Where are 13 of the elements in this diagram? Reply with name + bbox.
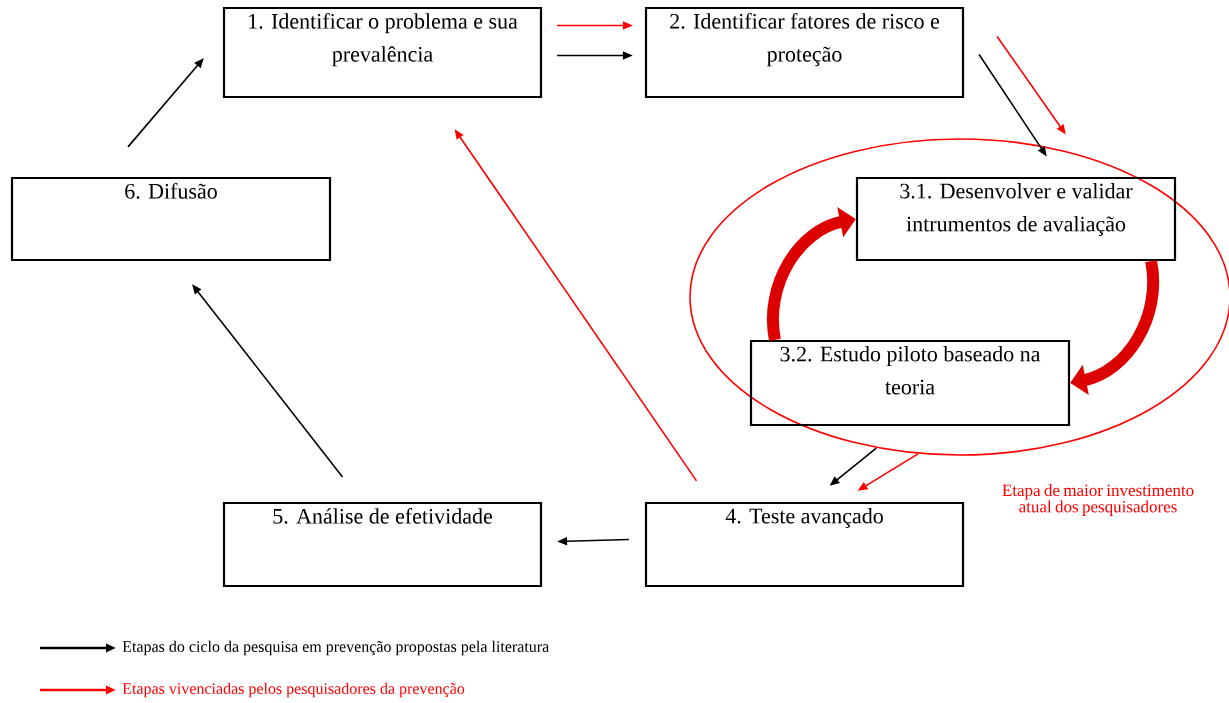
curved-arrow bbox=[1070, 260, 1159, 396]
step-box: 2. Identificar fatores de risco e proteção bbox=[644, 6, 965, 99]
step-box: 3.2. Estudo piloto baseado na teoria bbox=[749, 339, 1071, 427]
arrow bbox=[127, 58, 204, 148]
step-box: 5. Análise de efetividade bbox=[222, 501, 543, 588]
legend-text: Etapas vivenciadas pelos pesquisadores da prevenção bbox=[122, 682, 465, 698]
legend-text: Etapas do ciclo da pesquisa em prevenção propostas pela literatura bbox=[122, 640, 549, 656]
curved-arrow bbox=[767, 206, 856, 341]
step-box: 6. Difusão bbox=[10, 176, 332, 262]
step-box: 1. Identificar o problema e sua prevalência bbox=[222, 6, 543, 99]
step-box: 3.1. Desenvolver e validar intrumentos de avaliação bbox=[855, 176, 1177, 262]
step-box: 4. Teste avançado bbox=[644, 501, 965, 588]
ellipse-caption: Etapa de maior investimento atual dos pesquisadores bbox=[1002, 484, 1194, 516]
